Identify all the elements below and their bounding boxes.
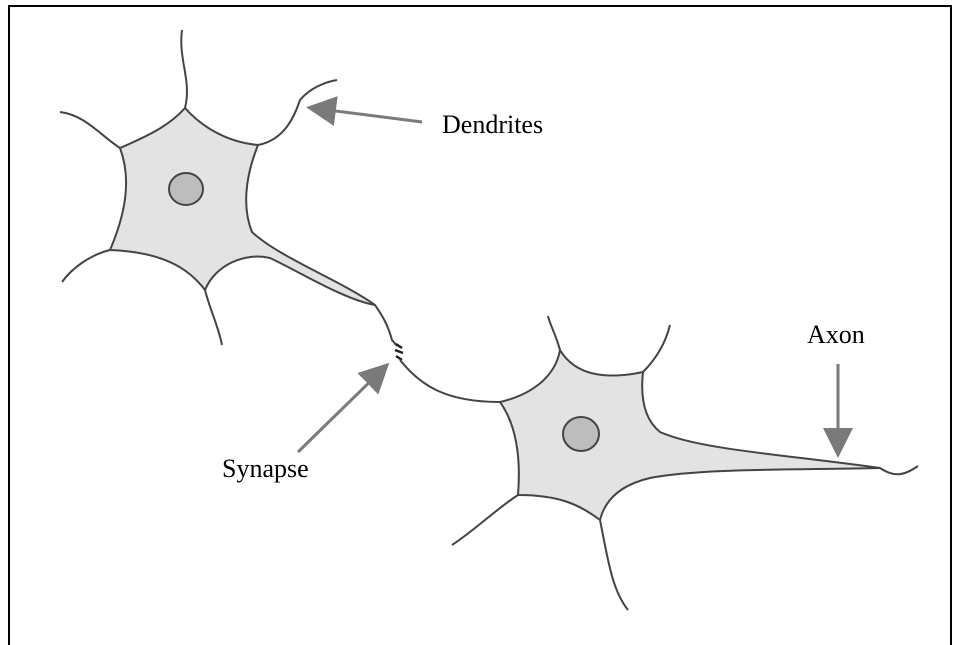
- neuron-right: [400, 316, 918, 610]
- axon-left: [375, 305, 397, 346]
- nucleus-right: [563, 417, 599, 451]
- nucleus-left: [169, 173, 203, 205]
- dendrite: [258, 80, 337, 145]
- axon-in-right: [400, 360, 500, 402]
- dendrite: [452, 495, 518, 545]
- neuron-left: [60, 30, 397, 346]
- dendrite: [60, 112, 120, 148]
- axon-terminal-right: [880, 466, 918, 474]
- dendrite: [600, 520, 628, 610]
- label-dendrites: Dendrites: [442, 110, 543, 140]
- dendrite: [62, 250, 110, 282]
- neuron-right-soma: [500, 350, 880, 520]
- dendrite: [205, 290, 222, 345]
- label-axon: Axon: [807, 320, 865, 350]
- dendrite: [181, 30, 187, 108]
- label-synapse: Synapse: [222, 454, 309, 484]
- dendrite: [548, 316, 560, 350]
- neuron-left-soma: [110, 108, 375, 305]
- dendrite: [643, 325, 670, 372]
- arrow-synapse: [298, 367, 385, 452]
- arrow-dendrites: [312, 108, 422, 122]
